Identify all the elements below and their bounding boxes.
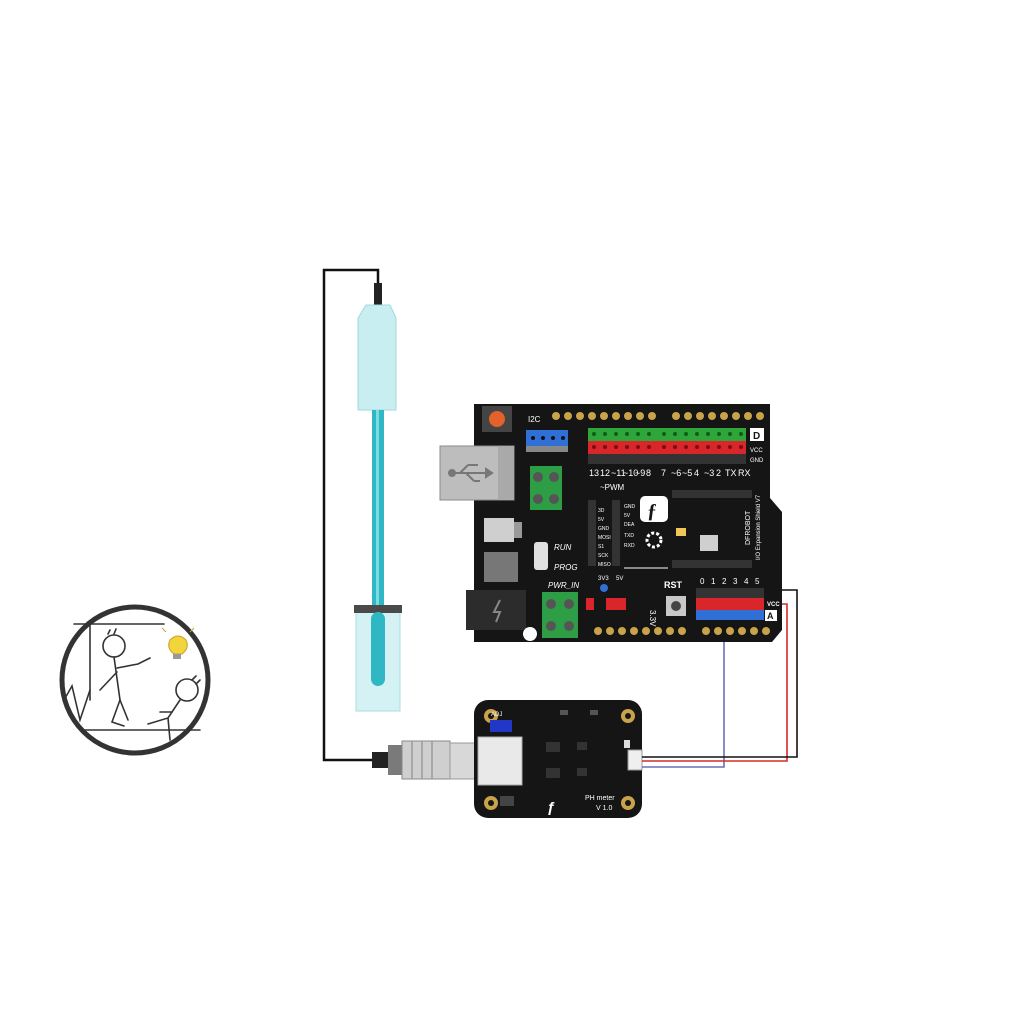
top-header-holes [552,412,764,420]
svg-text:MISO: MISO [598,562,611,568]
lightbulb-icon [161,627,195,659]
pin-label: 7 [661,468,666,478]
power-icon [492,599,502,623]
prog-label: PROG [554,563,578,572]
bottom-header-holes [594,627,770,635]
svg-text:3V3: 3V3 [598,576,609,582]
row-label-gnd: GND [750,458,764,464]
pwr-in-label: PWR_IN [548,581,579,590]
pwm-label: ~PWM [600,483,625,492]
brand-sub: I/O Expansion Shield V7 [756,494,762,560]
svg-text:3D: 3D [598,508,605,514]
pin-label: ~3 [704,468,714,478]
pin-label: 12 [600,468,610,478]
svg-text:0: 0 [700,577,705,586]
pin-label: 8 [646,468,651,478]
svg-text:2: 2 [722,577,727,586]
svg-text:DEA: DEA [624,522,635,528]
run-prog-switch [534,542,548,570]
pin-label: 2 [716,468,721,478]
brand-text: DFROBOT [745,510,752,545]
pin-label: ~9 [635,468,645,478]
gear-icon [645,531,663,549]
usb-port [439,445,515,501]
pin-label: ~10 [623,468,638,478]
svg-text:TXD: TXD [624,533,634,539]
center-header: 3D 5V GND MOSI S1 SCK MISO GND 5V DEA TX… [588,500,636,568]
svg-text:5V: 5V [598,517,605,523]
i2c-header [526,430,568,452]
pin-label: ~6 [671,468,681,478]
ph-meter-name: PH meter [585,795,615,802]
pwr-in-terminal [542,592,578,638]
stick-figure-badge [59,604,211,756]
rst-label: RST [664,580,683,590]
svg-text:3: 3 [733,577,738,586]
svg-text:1: 1 [711,577,716,586]
module-signal-connector [627,749,643,771]
svg-text:GND: GND [598,526,610,532]
svg-text:3.3V: 3.3V [648,610,657,627]
arduino-expansion-board: I2C D VCC [439,404,782,642]
power-jack [466,590,526,630]
digital-header [588,428,746,464]
servo-power-terminal [530,466,562,510]
svg-text:SCK: SCK [598,553,609,559]
ph-meter-version: V 1.0 [596,805,612,812]
svg-text:5V: 5V [624,513,631,519]
row-label-vcc-analog: VCC [767,602,780,608]
mounting-hole [523,627,537,641]
ph-probe [354,283,402,712]
digital-pin-labels: 13 12 ~11 ~10 ~9 8 7 ~6 ~5 4 ~3 2 TX RX [589,468,751,478]
row-label-vcc: VCC [750,448,763,454]
dfrobot-logo-icon: ƒ [547,799,555,816]
bnc-connector [372,740,479,780]
reset-button-top [489,411,505,427]
svg-text:MOSI: MOSI [598,535,611,541]
adj-label: ADJ [491,712,502,718]
dfrobot-logo-icon: ƒ [647,500,657,522]
ph-meter-module: ADJ ƒ PH meter V 1.0 [474,700,643,818]
run-label: RUN [554,543,572,552]
adj-potentiometer [490,720,512,732]
probe-cable [322,268,380,762]
voltage-jumpers: 3V3 5V 3.3V [586,576,657,627]
i2c-label: I2C [528,415,541,424]
dfrobot-logo [640,496,668,522]
svg-text:4: 4 [744,577,749,586]
analog-header [696,588,764,620]
svg-text:RXD: RXD [624,543,635,549]
svg-text:5V: 5V [616,576,623,582]
svg-text:S1: S1 [598,544,604,550]
analog-pin-labels: 0 1 2 3 4 5 [700,577,760,586]
row-label-d: D [753,431,760,442]
pin-label: TX [725,468,737,478]
svg-text:GND: GND [624,504,636,510]
pin-label: ~5 [682,468,692,478]
pin-label: 4 [694,468,699,478]
analog-wire-blue [642,610,725,768]
pin-label: RX [738,468,751,478]
usb-icon [448,464,494,482]
pin-label: 13 [589,468,599,478]
svg-text:5: 5 [755,577,760,586]
row-label-a: A [767,611,774,621]
pin-label: ~11 [611,468,626,478]
